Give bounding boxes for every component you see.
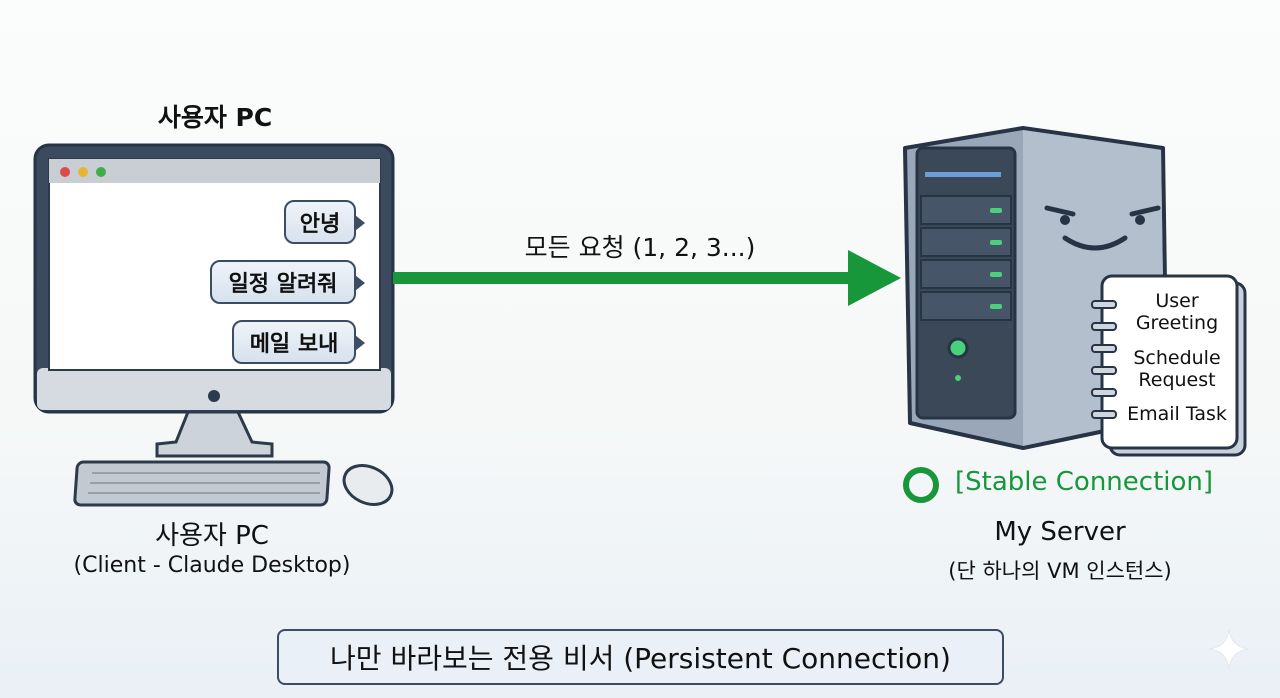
client-top-title: 사용자 PC bbox=[157, 103, 273, 132]
face-icon bbox=[1044, 205, 1161, 251]
notebook-icon bbox=[1100, 274, 1239, 450]
client-sublabel: (Client - Claude Desktop) bbox=[73, 553, 351, 578]
maximize-dot-icon bbox=[96, 167, 106, 177]
close-dot-icon bbox=[60, 167, 70, 177]
request-arrow bbox=[393, 250, 901, 306]
notebook-entry: Schedule Request bbox=[1133, 347, 1221, 391]
sparkle-icon bbox=[1208, 628, 1250, 670]
message-bubble: 메일 보내 bbox=[232, 320, 365, 364]
footer-caption: 나만 바라보는 전용 비서 (Persistent Connection) bbox=[277, 629, 1004, 685]
status-circle-icon bbox=[903, 467, 939, 503]
minimize-dot-icon bbox=[78, 167, 88, 177]
camera-icon bbox=[208, 390, 220, 402]
client-label: 사용자 PC bbox=[155, 521, 269, 551]
power-icon bbox=[947, 337, 969, 359]
connection-status: [Stable Connection] bbox=[955, 467, 1214, 497]
server-sublabel: (단 하나의 VM 인스턴스) bbox=[948, 559, 1172, 583]
mouse-icon bbox=[342, 464, 394, 506]
message-bubble: 일정 알려줘 bbox=[210, 260, 365, 304]
notebook-entry: Email Task bbox=[1127, 403, 1227, 425]
notebook-entry: User Greeting bbox=[1135, 290, 1219, 334]
arrow-label: 모든 요청 (1, 2, 3...) bbox=[524, 233, 756, 262]
server-illustration bbox=[903, 126, 1247, 457]
message-bubble: 안녕 bbox=[284, 200, 365, 244]
server-label: My Server bbox=[994, 517, 1126, 547]
